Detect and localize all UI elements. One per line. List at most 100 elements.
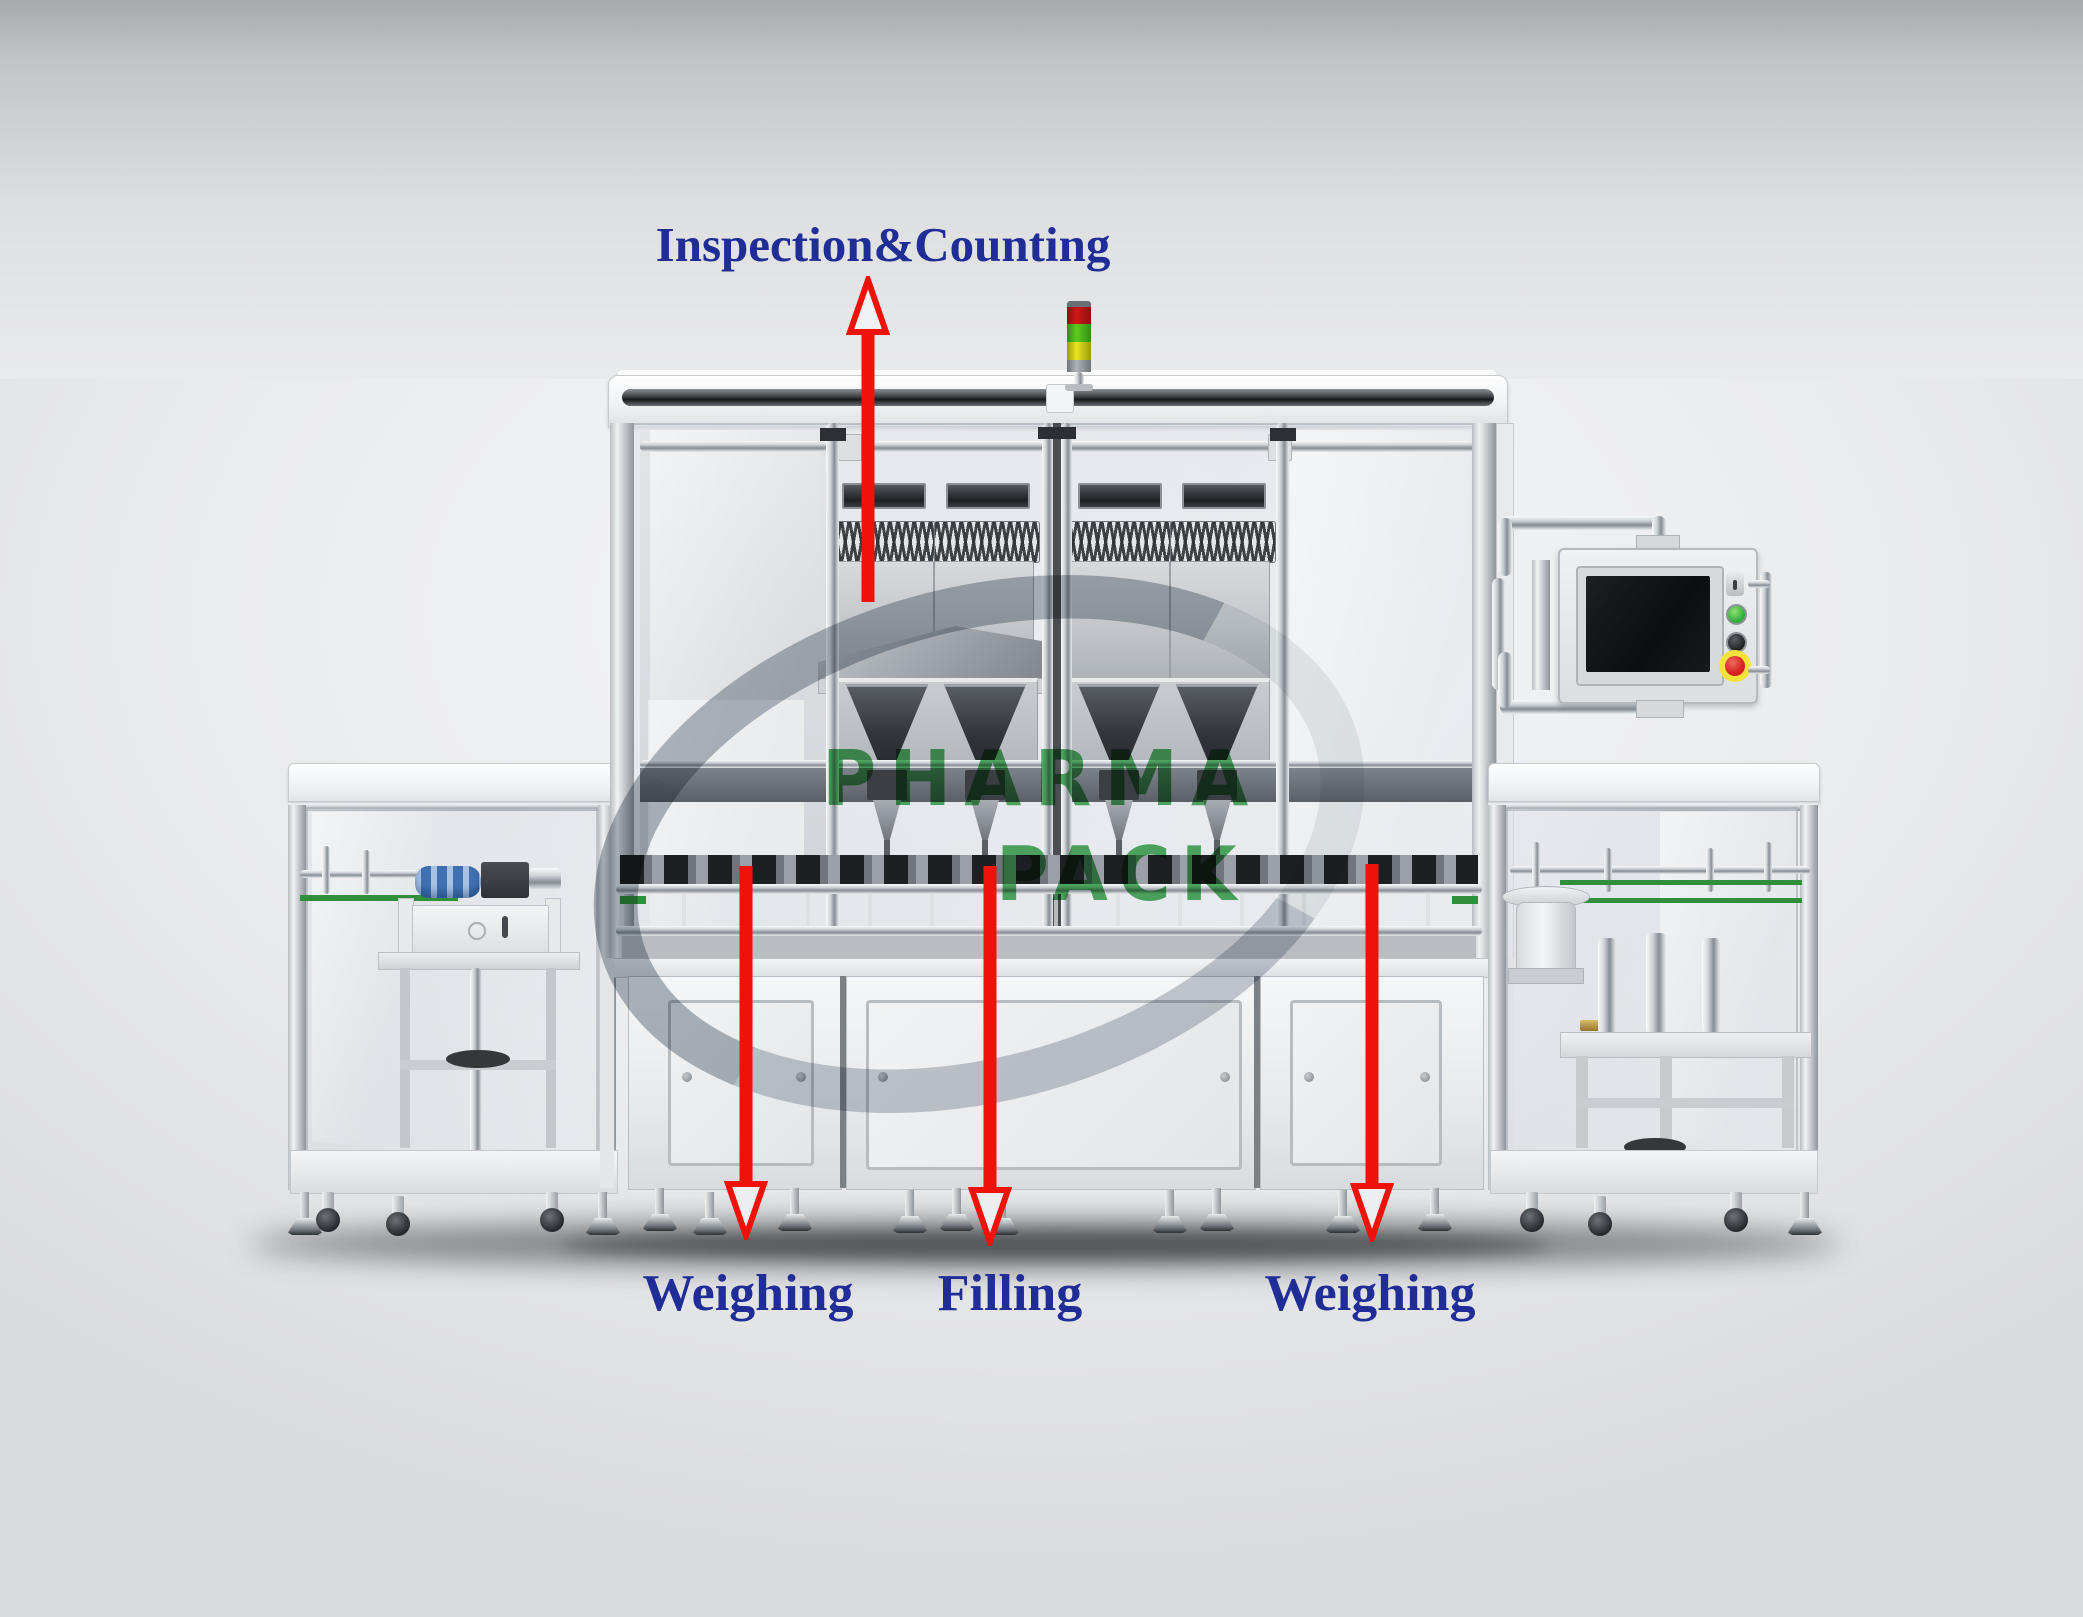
hmi-bottom-tab (1636, 700, 1684, 718)
right-clamp-post (1532, 842, 1540, 892)
right-clamp-post (1706, 848, 1714, 892)
dosing-head (1099, 770, 1139, 800)
tower-base (1067, 360, 1091, 372)
cabinet-seam (840, 976, 846, 1188)
left-stand-leg-1 (400, 968, 410, 1148)
door-seam-center (1053, 423, 1061, 960)
support-column (1646, 933, 1666, 1034)
counting-head-coils (830, 521, 936, 563)
door-post-center-b (1061, 423, 1072, 960)
machine-foot-stem (655, 1188, 664, 1216)
arrow-shaft (861, 326, 875, 602)
arrow-shaft (983, 866, 997, 1196)
tower-cap (1067, 301, 1091, 307)
right-module-frame-left (1488, 805, 1506, 1190)
machine-foot (1418, 1214, 1452, 1231)
caster-wheel (1724, 1208, 1748, 1232)
turntable-base (1508, 968, 1584, 984)
floor (0, 0, 2083, 379)
door-hinge-block (1270, 428, 1296, 441)
caster-wheel (386, 1212, 410, 1236)
door-post-right (1276, 423, 1289, 960)
door-lock (682, 1072, 692, 1082)
right-platform (1560, 1032, 1812, 1058)
tower-stem (1074, 372, 1084, 386)
key-switch-slot (1733, 580, 1737, 590)
right-module-top-rail (1488, 801, 1818, 811)
machine-foot-stem (705, 1192, 714, 1220)
machine-foot (643, 1214, 677, 1231)
leveling-foot-stem (598, 1192, 607, 1220)
nozzle-tip (1116, 840, 1122, 862)
conveyor-skirt (622, 936, 1476, 960)
control-box-slot (502, 916, 508, 938)
counting-head-coils (1066, 521, 1172, 563)
hmi-side-rod-right (1760, 572, 1772, 688)
left-module-top-rail (288, 801, 618, 811)
caster-fork (322, 1192, 334, 1212)
indicator-light-green (1726, 604, 1747, 625)
hmi-handle-top (1500, 516, 1664, 530)
counting-head-slot (842, 483, 926, 509)
counting-head-coils (1170, 521, 1276, 563)
machine-foot-stem (1165, 1190, 1174, 1218)
machine-foot-stem (952, 1188, 961, 1216)
caster-fork (1594, 1196, 1606, 1216)
right-clamp-post (1604, 848, 1612, 892)
machine-foot (1200, 1214, 1234, 1231)
door-post-left (826, 423, 839, 960)
left-stand-leg-2 (546, 968, 556, 1148)
nozzle-tip (982, 840, 988, 862)
machine-foot (693, 1218, 727, 1235)
counting-head-slot (1182, 483, 1266, 509)
door-lock (1420, 1072, 1430, 1082)
left-module-conveyor-green (300, 895, 458, 901)
support-column (1598, 938, 1616, 1034)
tower-segment-green (1067, 324, 1091, 342)
caster-fork (1526, 1192, 1538, 1212)
right-clamp-post (1764, 842, 1772, 892)
door-lock (1220, 1072, 1230, 1082)
arrow-head (1350, 1183, 1394, 1242)
dosing-head (965, 770, 1005, 800)
turntable-pedestal (1516, 902, 1576, 974)
machine-foot (893, 1216, 927, 1233)
arrow-shaft (1365, 864, 1379, 1192)
conveyor-rail-top (616, 884, 1482, 894)
caster-wheel (316, 1208, 340, 1232)
leveling-foot (288, 1218, 322, 1235)
brass-fitting (1580, 1020, 1604, 1031)
support-column (1702, 938, 1720, 1034)
door-lock (1304, 1072, 1314, 1082)
arrow-head (968, 1187, 1012, 1246)
conveyor-green-end-right (1452, 896, 1478, 904)
counting-head-slot (1078, 483, 1162, 509)
arrow-down-weighing-left (724, 866, 768, 1240)
machine-foot-stem (905, 1190, 914, 1218)
feeder-coupling (529, 868, 561, 890)
floor-shadow (250, 1218, 1840, 1270)
caster-fork (1730, 1192, 1742, 1212)
hmi-side-stub (1748, 580, 1770, 588)
hmi-screen (1586, 576, 1710, 672)
counting-head-slot (946, 483, 1030, 509)
conveyor-rail-bottom (616, 926, 1482, 936)
hmi-handle-bottom-corner (1498, 652, 1512, 708)
floor-shadow-inner (560, 1230, 1550, 1260)
label-filling: Filling (937, 1265, 1083, 1322)
machine-foot-stem (790, 1188, 799, 1216)
side-filler-left (600, 958, 614, 1188)
door-post-center-a (1042, 423, 1053, 960)
machine-foot (1153, 1216, 1187, 1233)
tower-flange (1065, 384, 1093, 391)
left-stand-knob-disc (446, 1050, 510, 1068)
hopper-box (1070, 561, 1170, 681)
leveling-foot (586, 1218, 620, 1235)
machine-foot (1326, 1216, 1360, 1233)
header-top-lip (618, 370, 1496, 379)
nozzle-tip (1214, 840, 1220, 862)
leveling-foot-stem (1800, 1192, 1809, 1220)
left-module-glass-reflection (312, 812, 432, 1142)
watermark-line1: PHARMA (822, 734, 1262, 824)
